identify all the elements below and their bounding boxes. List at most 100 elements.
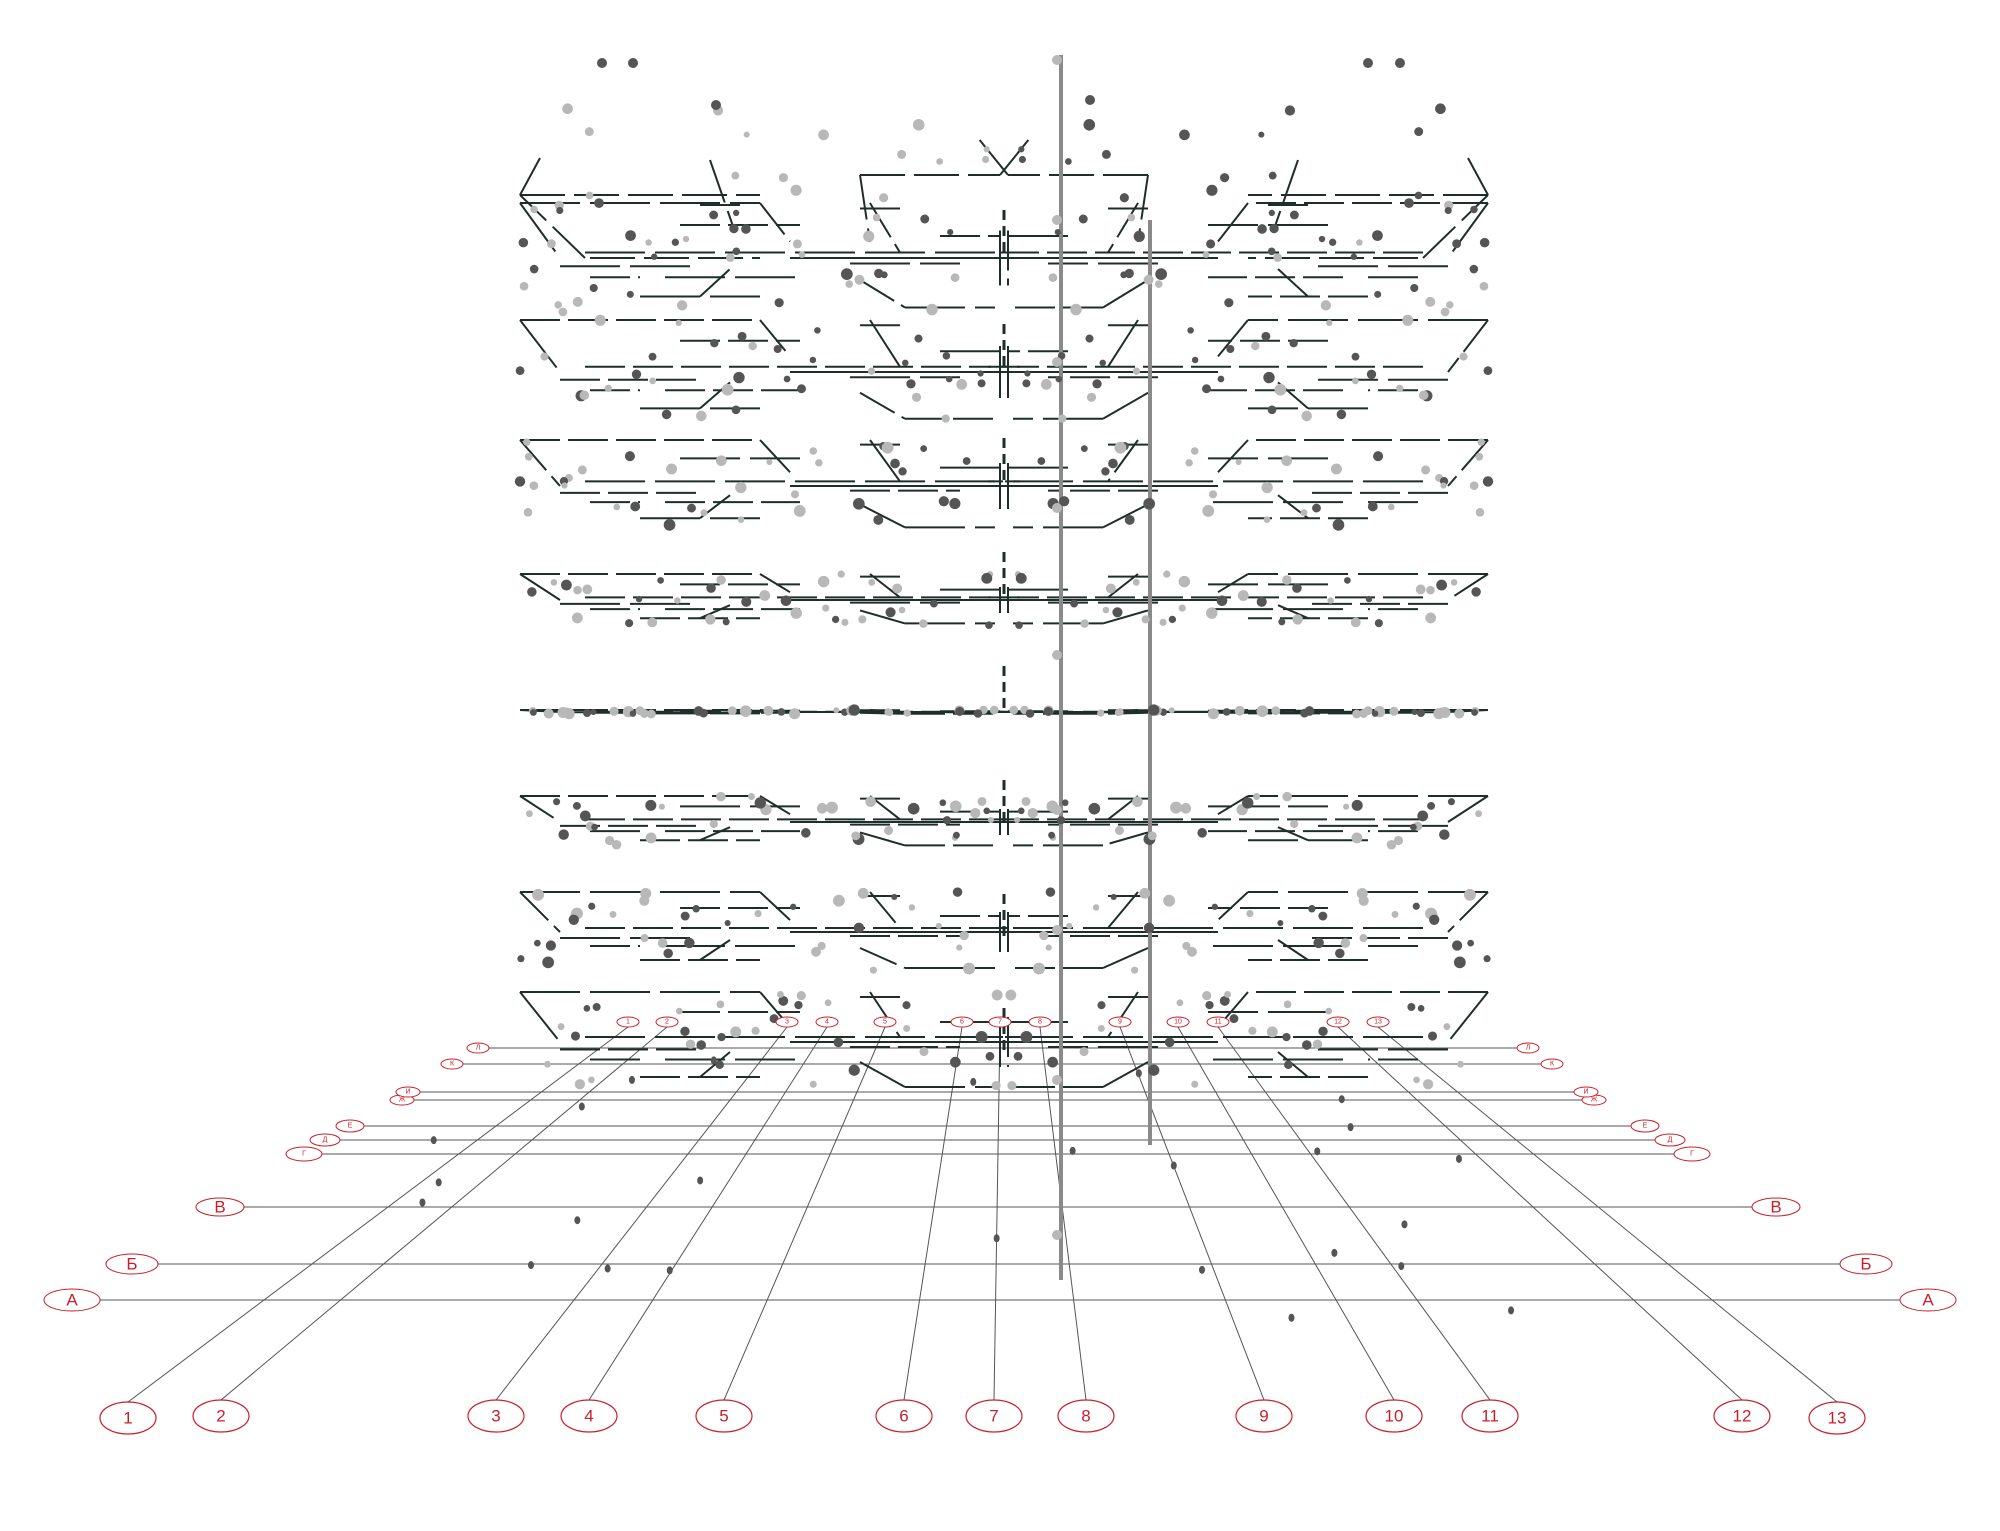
column-axis-label-top: 5 [883,1019,887,1026]
pipe-fitting [1226,344,1235,354]
pipe-fitting [1410,823,1417,831]
pipe-fitting [902,1001,911,1010]
pipe-fitting [1224,990,1232,998]
pipe-fitting [1289,339,1298,348]
pipe-fitting [1217,375,1225,383]
pipe-fitting [962,457,971,465]
pipe-fitting [1451,940,1463,951]
pipe-fitting [558,307,568,317]
pipe-fitting [845,280,854,288]
pipe-fitting [1261,481,1273,494]
pipe-fitting [1139,887,1151,899]
pipe-fitting [1021,796,1031,806]
pipe-segment [519,891,561,933]
pipe-segment [1102,831,1149,847]
pipe-fitting [724,920,731,927]
pipe-fitting [524,452,533,461]
pipe-fitting [811,946,821,957]
pipe-fitting [527,587,537,597]
pipe-fitting [885,607,896,618]
pipe-fitting [604,835,615,846]
pipe-fitting [570,1031,581,1041]
pipe-fitting [1412,902,1420,910]
pipe-fitting [1327,597,1334,604]
column-axis-label-top: 4 [825,1019,829,1026]
pipe-fitting [853,922,865,934]
pipe-fitting [635,595,643,603]
floor-layer [519,709,1489,715]
column-axis-label-top: 13 [1374,1019,1382,1026]
pipe-fitting [1271,706,1281,716]
pipe-fitting [1413,1076,1420,1084]
pipe-fitting [1154,280,1163,288]
pipe-fitting [1251,341,1260,351]
ground-fitting [574,1216,581,1225]
pipe-fitting [774,298,784,308]
pipe-fitting [1258,131,1265,138]
pipe-segment [1447,319,1489,373]
pipe-fitting [1312,503,1321,513]
pipe-fitting [1143,922,1155,934]
pipe-fitting [1395,58,1405,68]
row-axis-label: И [405,1089,410,1096]
pipe-fitting [886,708,894,717]
pipe-fitting [692,905,700,913]
pipe-fitting [1421,465,1431,475]
pipe-fitting [737,331,747,341]
pipe-fitting [529,481,539,491]
pipe-fitting [1037,457,1046,465]
pipe-fitting [1101,467,1110,476]
pipe-fitting [1256,705,1269,718]
pipe-fitting [975,1031,988,1043]
pipe-fitting [735,481,747,494]
ground-fitting [970,1077,977,1086]
pipe-fitting [1147,831,1157,841]
ground-fitting [430,1136,437,1145]
pipe-fitting [1414,127,1424,137]
pipe-fitting [1415,584,1426,595]
pipe-fitting [1143,274,1154,285]
riser-fitting [1052,925,1062,935]
pipe-fitting [1454,708,1465,719]
pipe-fitting [1164,1037,1175,1048]
pipe-fitting [942,352,951,360]
row-axis-label: Ж [1591,1097,1598,1104]
pipe-fitting [748,341,757,351]
column-axis-line [903,1026,963,1401]
pipe-fitting [911,392,922,402]
pipe-fitting [1206,239,1216,249]
pipe-fitting [920,214,930,224]
pipe-fitting [1208,490,1218,499]
pipe-fitting [902,359,909,367]
pipe-fitting [562,103,573,115]
pipe-segment [759,573,791,594]
pipe-fitting [574,1079,586,1090]
pipe-fitting [579,390,590,401]
pipe-fitting [818,129,829,141]
pipe-segment [1277,826,1309,842]
pipe-fitting [592,1002,601,1011]
pipe-fitting [523,508,533,517]
column-axis-bubble [1461,1399,1519,1433]
pipe-fitting [1436,579,1448,591]
pipe-fitting [625,230,636,241]
pipe-fitting [1352,709,1362,719]
pipe-fitting [706,583,716,593]
pipe-fitting [1176,999,1184,1007]
pipe-fitting [939,799,947,807]
pipe-fitting [908,904,916,911]
pipe-fitting [645,799,657,811]
pipe-fitting [1211,903,1219,910]
pipe-segment [869,439,901,482]
pipe-fitting [542,956,555,969]
pipe-fitting [582,584,593,595]
pipe-fitting [1292,614,1303,625]
pipe-fitting [1417,1004,1425,1012]
pipe-segment [1217,439,1249,473]
pipe-fitting [546,239,556,249]
pipe-fitting [778,173,789,183]
pipe-fitting [1284,1060,1293,1069]
pipe-fitting [892,583,903,594]
